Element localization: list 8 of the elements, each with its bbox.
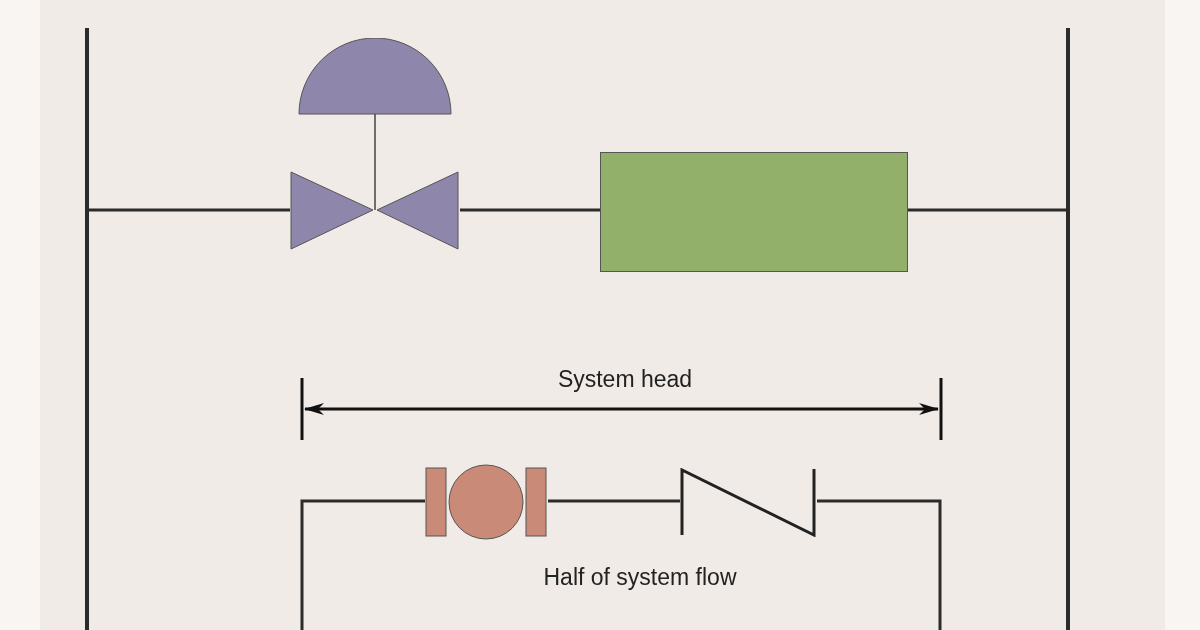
pipe-line [817, 499, 942, 630]
pipe-line [548, 499, 680, 503]
pipe-line [460, 208, 600, 212]
dimension-label: System head [556, 368, 694, 391]
pipe-line [89, 208, 290, 212]
pipe-line [908, 208, 1066, 212]
flow-label: Half of system flow [542, 566, 738, 589]
pipe-line [300, 499, 425, 630]
